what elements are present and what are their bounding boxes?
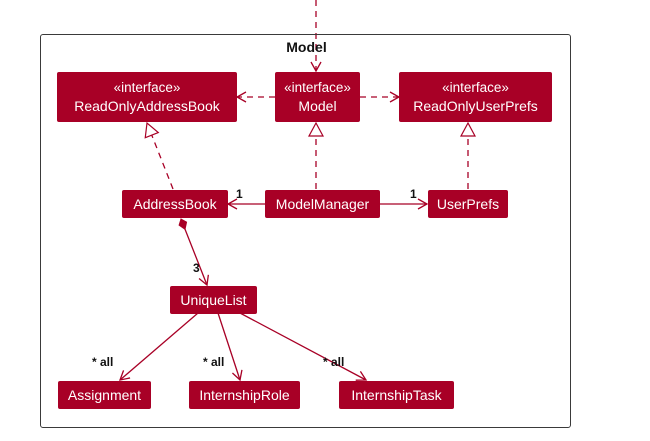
class-readonlyaddressbook[interactable]: «interface» ReadOnlyAddressBook bbox=[57, 72, 237, 122]
multiplicity-userprefs: 1 bbox=[410, 187, 417, 201]
multiplicity-uniquelist: 3 bbox=[193, 261, 200, 275]
multiplicity-assignment: * all bbox=[92, 355, 114, 369]
package-title: Model bbox=[286, 39, 327, 55]
class-name: UserPrefs bbox=[436, 196, 500, 212]
uniquelist-to-internshiprole-association bbox=[217, 312, 243, 382]
class-readonlyuserprefs[interactable]: «interface» ReadOnlyUserPrefs bbox=[399, 72, 552, 122]
class-uniquelist[interactable]: UniqueList bbox=[170, 286, 257, 314]
multiplicity-internshiptask: * all bbox=[323, 355, 345, 369]
class-name: UniqueList bbox=[180, 292, 247, 308]
model-package-frame: Model bbox=[40, 34, 571, 428]
class-name: ReadOnlyAddressBook bbox=[74, 98, 220, 114]
stereotype-label: «interface» bbox=[113, 80, 181, 95]
class-internshiptask[interactable]: InternshipTask bbox=[339, 381, 454, 409]
class-name: ModelManager bbox=[275, 196, 370, 212]
addressbook-realizes-readonlyaddressbook bbox=[144, 121, 174, 190]
uniquelist-to-assignment-association bbox=[118, 312, 199, 381]
class-internshiprole[interactable]: InternshipRole bbox=[189, 381, 300, 409]
class-name: InternshipTask bbox=[351, 387, 442, 403]
addressbook-composition-uniquelist bbox=[178, 218, 209, 287]
class-name: Model bbox=[298, 98, 337, 114]
class-name: Assignment bbox=[67, 387, 142, 403]
class-name: InternshipRole bbox=[199, 387, 290, 403]
stereotype-label: «interface» bbox=[284, 80, 351, 95]
multiplicity-internshiprole: * all bbox=[203, 355, 225, 369]
class-userprefs[interactable]: UserPrefs bbox=[428, 190, 508, 218]
class-modelmanager[interactable]: ModelManager bbox=[265, 190, 380, 218]
class-model[interactable]: «interface» Model bbox=[275, 72, 360, 122]
class-name: AddressBook bbox=[133, 196, 217, 212]
multiplicity-addressbook: 1 bbox=[236, 187, 243, 201]
class-addressbook[interactable]: AddressBook bbox=[122, 190, 228, 218]
class-name: ReadOnlyUserPrefs bbox=[413, 98, 538, 114]
stereotype-label: «interface» bbox=[442, 80, 509, 95]
class-assignment[interactable]: Assignment bbox=[58, 381, 151, 409]
uniquelist-to-internshiptask-association bbox=[239, 312, 368, 381]
